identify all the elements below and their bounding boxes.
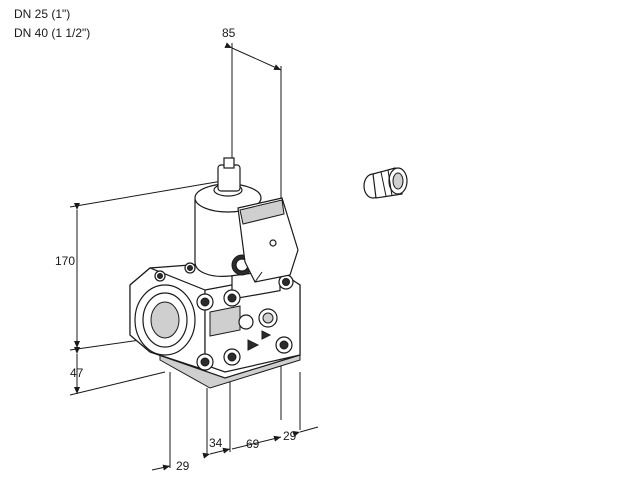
bolts — [154, 262, 294, 371]
dimension-label-85: 85 — [222, 26, 236, 40]
size-label-dn40: DN 40 (1 1/2") — [14, 26, 91, 40]
dimension-label-29-left: 29 — [176, 459, 190, 473]
dimension-label-47: 47 — [70, 366, 84, 380]
size-label-dn25: DN 25 (1") — [14, 7, 71, 21]
dimension-label-29-right: 29 — [283, 429, 297, 443]
solenoid-actuator — [194, 157, 299, 283]
dimension-170: 170 — [55, 179, 229, 351]
dimension-label-170: 170 — [55, 254, 75, 268]
dimension-bottom-chain: 29 34 69 29 — [151, 372, 319, 473]
cable-gland-icon — [363, 167, 408, 199]
dimension-47: 47 — [69, 347, 166, 396]
dimension-label-34: 34 — [209, 436, 223, 450]
dimension-label-69: 69 — [246, 437, 260, 451]
